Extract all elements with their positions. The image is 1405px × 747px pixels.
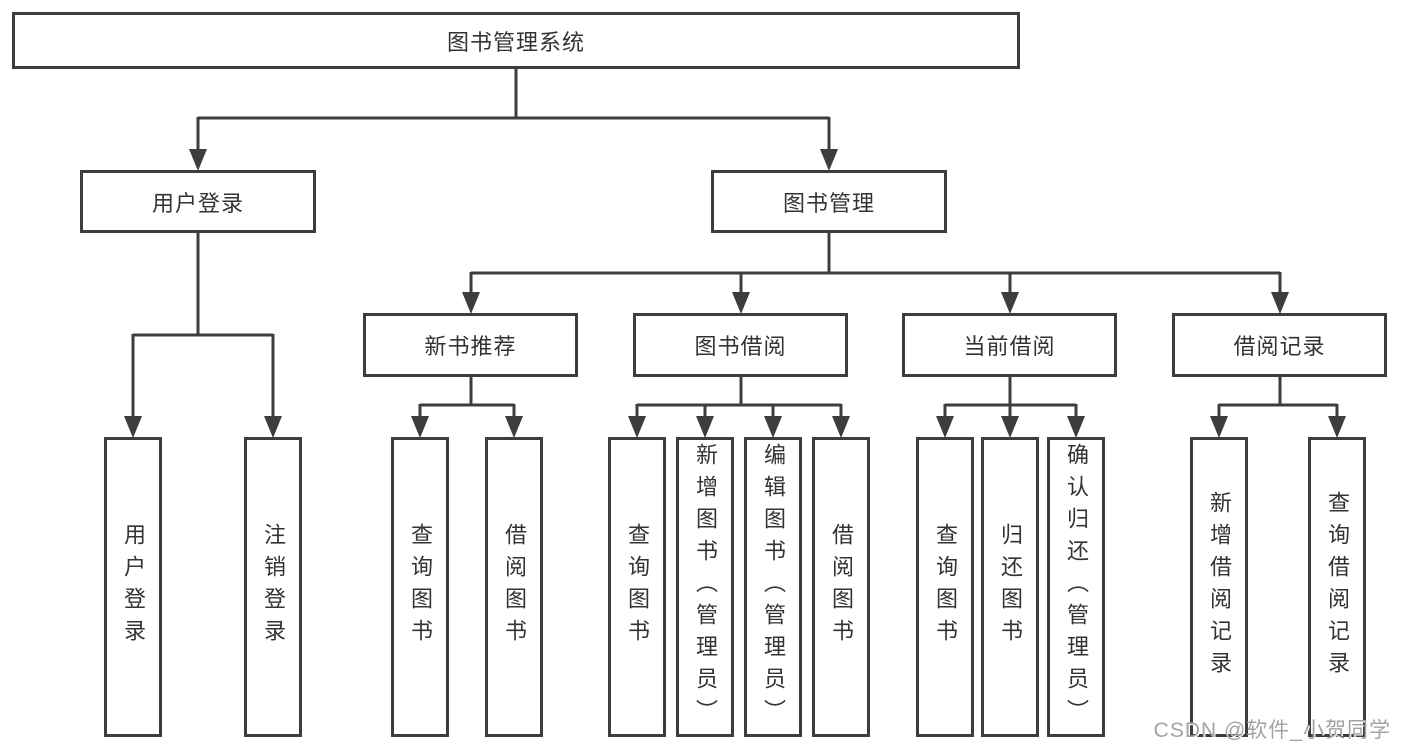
leaf-user-login: 用户登录 bbox=[104, 437, 162, 737]
leaf-add-borrow-record: 新增借阅记录 bbox=[1190, 437, 1248, 737]
node-label: 新增图书（管理员） bbox=[693, 443, 718, 731]
node-label: 借阅记录 bbox=[1233, 334, 1326, 359]
node-borrowing-records: 借阅记录 bbox=[1172, 313, 1387, 377]
leaf-add-books-admin: 新增图书（管理员） bbox=[676, 437, 734, 737]
node-label: 编辑图书（管理员） bbox=[761, 443, 786, 731]
node-label: 图书管理系统 bbox=[446, 29, 585, 55]
node-label: 借阅图书 bbox=[502, 523, 527, 651]
leaf-query-books-2: 查询图书 bbox=[608, 437, 666, 737]
leaf-return-books: 归还图书 bbox=[981, 437, 1039, 737]
node-label: 用户登录 bbox=[151, 190, 244, 216]
csdn-watermark: CSDN @软件_小贺同学 bbox=[1153, 719, 1391, 742]
node-label: 当前借阅 bbox=[963, 334, 1056, 359]
node-label: 确认归还（管理员） bbox=[1064, 443, 1089, 731]
leaf-query-books-1: 查询图书 bbox=[391, 437, 449, 737]
node-label: 查询图书 bbox=[408, 523, 433, 651]
node-library-management-system: 图书管理系统 bbox=[12, 12, 1020, 69]
leaf-logout: 注销登录 bbox=[244, 437, 302, 737]
leaf-edit-books-admin: 编辑图书（管理员） bbox=[744, 437, 802, 737]
node-new-book-recommend: 新书推荐 bbox=[363, 313, 578, 377]
node-label: 用户登录 bbox=[121, 523, 146, 651]
node-label: 新增借阅记录 bbox=[1207, 491, 1232, 683]
node-book-borrowing: 图书借阅 bbox=[633, 313, 848, 377]
leaf-borrow-books-1: 借阅图书 bbox=[485, 437, 543, 737]
node-book-management: 图书管理 bbox=[711, 170, 947, 233]
node-label: 查询图书 bbox=[625, 523, 650, 651]
leaf-query-borrow-record: 查询借阅记录 bbox=[1308, 437, 1366, 737]
node-label: 图书管理 bbox=[782, 190, 875, 216]
node-label: 注销登录 bbox=[261, 523, 286, 651]
node-label: 归还图书 bbox=[998, 523, 1023, 651]
leaf-confirm-return-admin: 确认归还（管理员） bbox=[1047, 437, 1105, 737]
node-label: 查询借阅记录 bbox=[1325, 491, 1350, 683]
leaf-query-books-3: 查询图书 bbox=[916, 437, 974, 737]
leaf-borrow-books-2: 借阅图书 bbox=[812, 437, 870, 737]
node-label: 新书推荐 bbox=[424, 334, 517, 359]
node-label: 借阅图书 bbox=[829, 523, 854, 651]
node-user-login: 用户登录 bbox=[80, 170, 316, 233]
node-label: 查询图书 bbox=[933, 523, 958, 651]
node-current-borrowing: 当前借阅 bbox=[902, 313, 1117, 377]
node-label: 图书借阅 bbox=[694, 334, 787, 359]
